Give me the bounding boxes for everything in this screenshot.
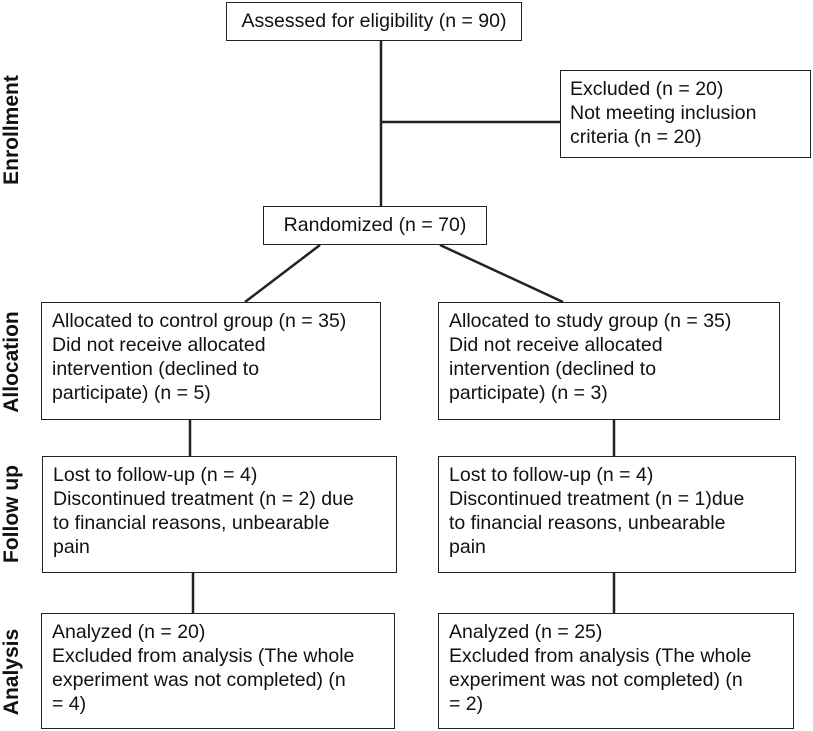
control-followup-line: Lost to follow-up (n = 4) — [53, 464, 258, 486]
excluded-line: Not meeting inclusion — [570, 102, 757, 124]
control-analysis-line: Excluded from analysis (The whole — [52, 645, 355, 667]
study-analysis-line: experiment was not completed) (n — [449, 669, 743, 691]
assessed-text: Assessed for eligibility (n = 90) — [241, 10, 507, 32]
control-analysis-line: Analyzed (n = 20) — [52, 621, 206, 643]
control-analysis-box: Analyzed (n = 20) Excluded from analysis… — [41, 613, 395, 729]
control-analysis-line: experiment was not completed) (n — [52, 669, 346, 691]
control-allocation-line: intervention (declined to — [52, 358, 260, 380]
study-followup-line: to financial reasons, unbearable — [449, 512, 726, 534]
control-allocation-box: Allocated to control group (n = 35) Did … — [41, 302, 381, 420]
control-allocation-line: participate) (n = 5) — [52, 382, 211, 404]
excluded-box: Excluded (n = 20) Not meeting inclusion … — [560, 70, 811, 158]
control-followup-box: Lost to follow-up (n = 4) Discontinued t… — [42, 456, 397, 573]
control-analysis-line: = 4) — [52, 693, 87, 715]
stage-label-enrollment: Enrollment — [0, 75, 23, 185]
study-analysis-box: Analyzed (n = 25) Excluded from analysis… — [438, 613, 794, 729]
study-analysis-line: Excluded from analysis (The whole — [449, 645, 752, 667]
excluded-line: Excluded (n = 20) — [570, 78, 724, 100]
study-followup-line: Discontinued treatment (n = 1)due — [449, 488, 745, 510]
randomized-box: Randomized (n = 70) — [263, 206, 487, 245]
connector-randomized-to-control — [244, 244, 321, 303]
control-followup-line: pain — [53, 536, 90, 558]
control-followup-line: Discontinued treatment (n = 2) due — [53, 488, 354, 510]
assessed-box: Assessed for eligibility (n = 90) — [226, 2, 522, 41]
randomized-text: Randomized (n = 70) — [283, 214, 467, 236]
study-allocation-line: Allocated to study group (n = 35) — [449, 310, 732, 332]
study-followup-line: pain — [449, 536, 486, 558]
stage-label-allocation: Allocation — [0, 311, 23, 413]
study-analysis-line: = 2) — [449, 693, 484, 715]
control-allocation-line: Allocated to control group (n = 35) — [52, 310, 347, 332]
control-allocation-line: Did not receive allocated — [52, 334, 266, 356]
study-allocation-line: Did not receive allocated — [449, 334, 663, 356]
control-followup-line: to financial reasons, unbearable — [53, 512, 330, 534]
connector-randomized-to-study — [439, 243, 564, 304]
study-analysis-line: Analyzed (n = 25) — [449, 621, 603, 643]
study-followup-line: Lost to follow-up (n = 4) — [449, 464, 654, 486]
excluded-line: criteria (n = 20) — [570, 126, 702, 148]
study-allocation-line: participate) (n = 3) — [449, 382, 608, 404]
study-allocation-box: Allocated to study group (n = 35) Did no… — [438, 302, 780, 420]
study-allocation-line: intervention (declined to — [449, 358, 657, 380]
stage-label-analysis: Analysis — [0, 628, 23, 716]
stage-label-follow-up: Follow up — [0, 465, 23, 563]
study-followup-box: Lost to follow-up (n = 4) Discontinued t… — [438, 456, 796, 573]
